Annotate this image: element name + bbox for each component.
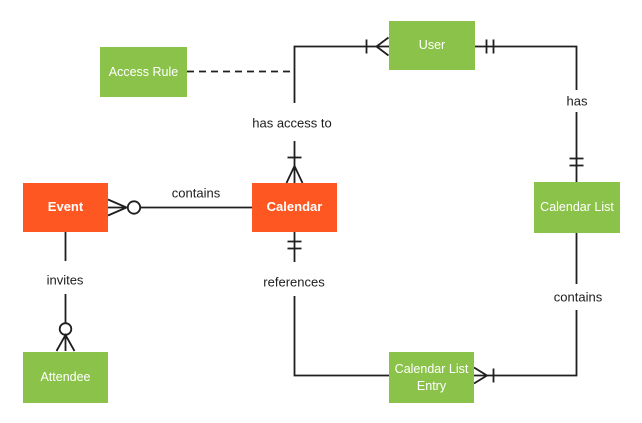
relationship-label-contains-events: contains <box>171 185 221 201</box>
zero-circle-icon <box>58 322 73 336</box>
connector-contains-events <box>107 198 252 217</box>
zero-circle-icon <box>126 200 142 215</box>
relationship-label-references: references <box>261 274 327 290</box>
relationship-label-contains-entries: contains <box>551 289 605 305</box>
entity-user: User <box>389 21 475 70</box>
connector-contains-entries <box>473 233 578 385</box>
connector-has <box>475 39 584 182</box>
crow-foot-many-icon <box>285 163 304 184</box>
relationship-label-has: has <box>564 93 590 109</box>
connector-invites <box>55 232 76 352</box>
entity-event: Event <box>23 183 108 232</box>
entity-calendar-list: Calendar List <box>534 182 620 233</box>
crow-foot-many-icon <box>473 366 489 385</box>
crow-foot-many-icon <box>375 36 390 57</box>
crow-foot-many-icon <box>107 198 129 217</box>
one-and-only-one-ticks-icon <box>485 39 495 54</box>
connector-has-access-to <box>285 36 390 184</box>
entity-attendee: Attendee <box>23 352 108 403</box>
one-and-only-one-ticks-icon <box>569 157 584 167</box>
relationship-label-invites: invites <box>44 272 86 288</box>
entity-access-rule: Access Rule <box>100 47 187 97</box>
entity-calendar: Calendar <box>252 183 337 232</box>
relationship-label-has-access-to: has access to <box>250 115 334 131</box>
crow-foot-many-icon <box>55 333 76 352</box>
connector-references <box>287 232 389 377</box>
entity-calendar-list-entry: Calendar List Entry <box>389 352 474 403</box>
one-and-only-one-ticks-icon <box>287 240 302 250</box>
